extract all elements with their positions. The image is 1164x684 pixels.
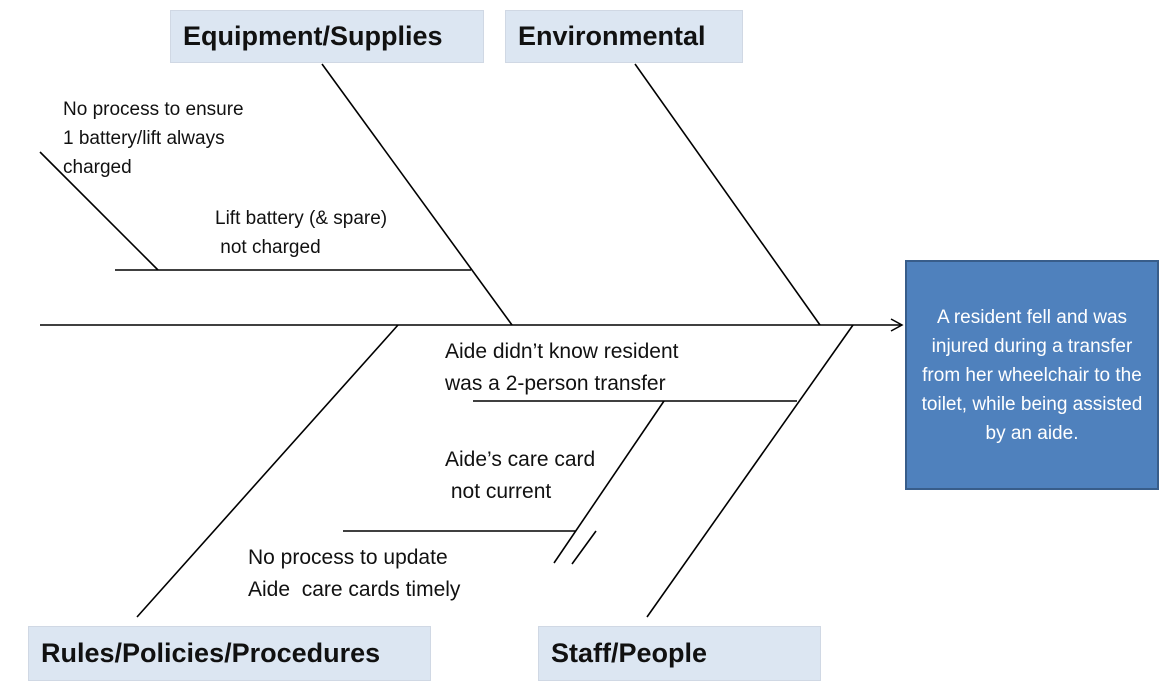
category-equipment-supplies: Equipment/Supplies [170, 10, 484, 63]
bone-environmental [634, 63, 821, 326]
bone-rules [136, 324, 399, 618]
sub-staff-root-diag [571, 530, 597, 565]
bone-staff [646, 324, 854, 618]
category-staff-people: Staff/People [538, 626, 821, 681]
sub-staff-secondary-diag [553, 400, 665, 564]
effect-box: A resident fell and was injured during a… [905, 260, 1159, 490]
cause-staff-root: No process to update Aide care cards tim… [248, 546, 461, 601]
cause-equipment-root: No process to ensure 1 battery/lift alwa… [63, 99, 244, 178]
cause-staff-primary: Aide didn’t know resident was a 2-person… [445, 340, 679, 395]
sub-equipment-root [39, 151, 159, 271]
cause-staff-secondary: Aide’s care card not current [445, 448, 596, 503]
category-rules-policies-procedures: Rules/Policies/Procedures [28, 626, 431, 681]
bone-equipment [321, 63, 513, 326]
cause-equipment-primary: Lift battery (& spare) not charged [215, 208, 388, 258]
effect-text: A resident fell and was injured during a… [921, 306, 1143, 444]
category-environmental: Environmental [505, 10, 743, 63]
